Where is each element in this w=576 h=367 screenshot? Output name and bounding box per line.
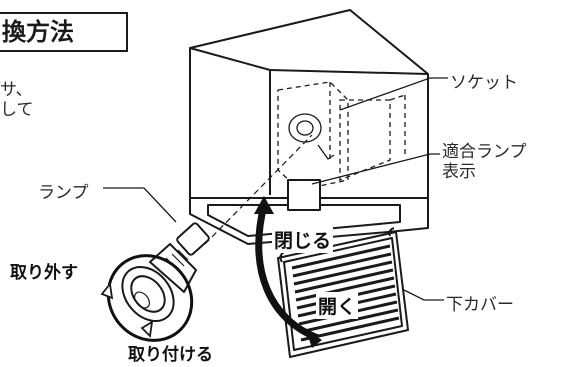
compatible-lamp-label-line2: 表示 <box>442 162 476 182</box>
fixture-body <box>189 9 429 199</box>
open-close-arrow <box>254 196 322 348</box>
section-title: 換方法 <box>0 12 128 52</box>
lamp-axis-line <box>204 134 313 245</box>
leader-lines <box>103 77 448 301</box>
close-label: 閉じる <box>272 226 334 253</box>
open-label: 開く <box>316 292 359 319</box>
intro-line-1: サ、 <box>0 80 33 100</box>
socket-label: ソケット <box>450 73 518 93</box>
lamp-drawing <box>121 222 210 322</box>
remove-label: 取り外す <box>10 263 78 283</box>
rotation-arrowheads <box>100 281 154 338</box>
lower-cover-label: 下カバー <box>446 295 514 315</box>
intro-line-2: して <box>0 100 34 120</box>
compatible-lamp-label-line1: 適合ランプ <box>442 142 527 162</box>
rotation-arrows <box>106 254 194 342</box>
lamp-label: ランプ <box>38 183 89 203</box>
attach-label: 取り付ける <box>128 345 213 365</box>
